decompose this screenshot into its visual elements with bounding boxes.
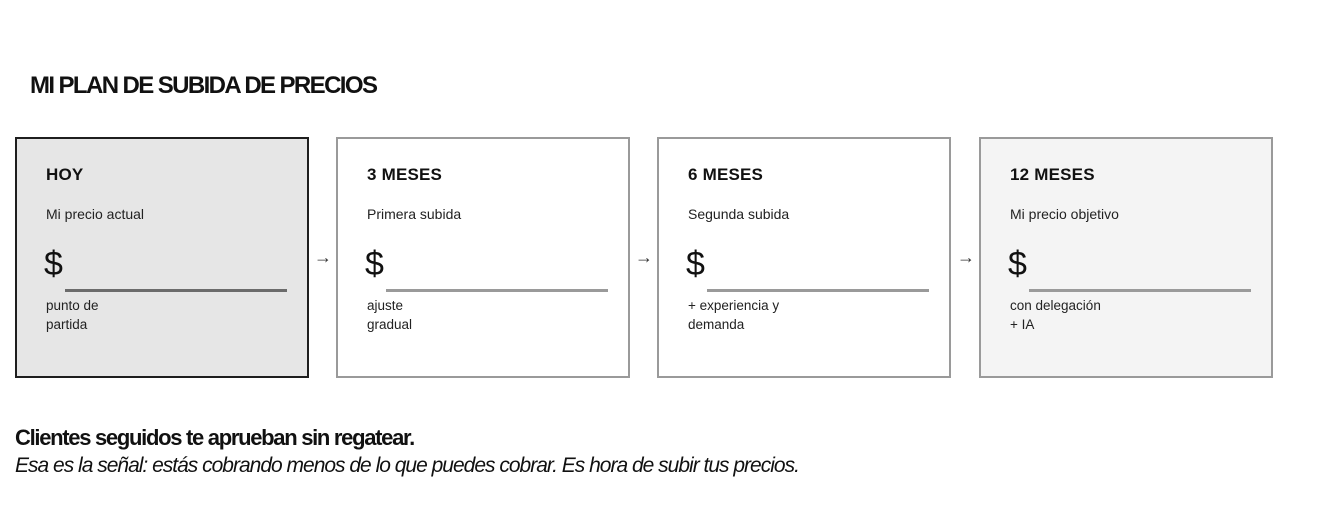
step-card-3-months: 3 MESES Primera subida $ ajuste gradual (336, 137, 630, 378)
price-input-line[interactable] (386, 289, 608, 292)
arrow-right-icon: → (635, 247, 653, 267)
dollar-icon: $ (1008, 245, 1027, 283)
step-subtitle: Mi precio objetivo (1010, 206, 1119, 222)
dollar-icon: $ (365, 245, 384, 283)
step-period: 3 MESES (367, 165, 443, 184)
dollar-icon: $ (44, 245, 63, 283)
page-title: MI PLAN DE SUBIDA DE PRECIOS (30, 72, 378, 99)
step-period: 6 MESES (688, 165, 764, 184)
step-period: 12 MESES (1010, 165, 1095, 184)
step-period: HOY (46, 165, 84, 184)
step-card-12-months: 12 MESES Mi precio objetivo $ con delega… (979, 137, 1273, 378)
arrow-right-icon: → (957, 247, 975, 267)
step-note: ajuste gradual (367, 298, 413, 332)
step-note: punto de partida (46, 298, 99, 332)
price-input-line[interactable] (65, 289, 287, 292)
arrow-right-icon: → (314, 247, 332, 267)
dollar-icon: $ (686, 245, 705, 283)
step-subtitle: Primera subida (367, 206, 462, 222)
step-subtitle: Segunda subida (688, 206, 790, 222)
step-note: + experiencia y demanda (688, 298, 780, 332)
step-subtitle: Mi precio actual (46, 206, 145, 222)
footer-headline: Clientes seguidos te aprueban sin regate… (15, 425, 415, 450)
price-input-line[interactable] (1029, 289, 1251, 292)
step-card-today: HOY Mi precio actual $ punto de partida (15, 137, 309, 378)
footer-tagline: Esa es la señal: estás cobrando menos de… (15, 454, 800, 477)
step-note: con delegación + IA (1010, 298, 1101, 332)
step-card-6-months: 6 MESES Segunda subida $ + experiencia y… (657, 137, 951, 378)
price-input-line[interactable] (707, 289, 929, 292)
